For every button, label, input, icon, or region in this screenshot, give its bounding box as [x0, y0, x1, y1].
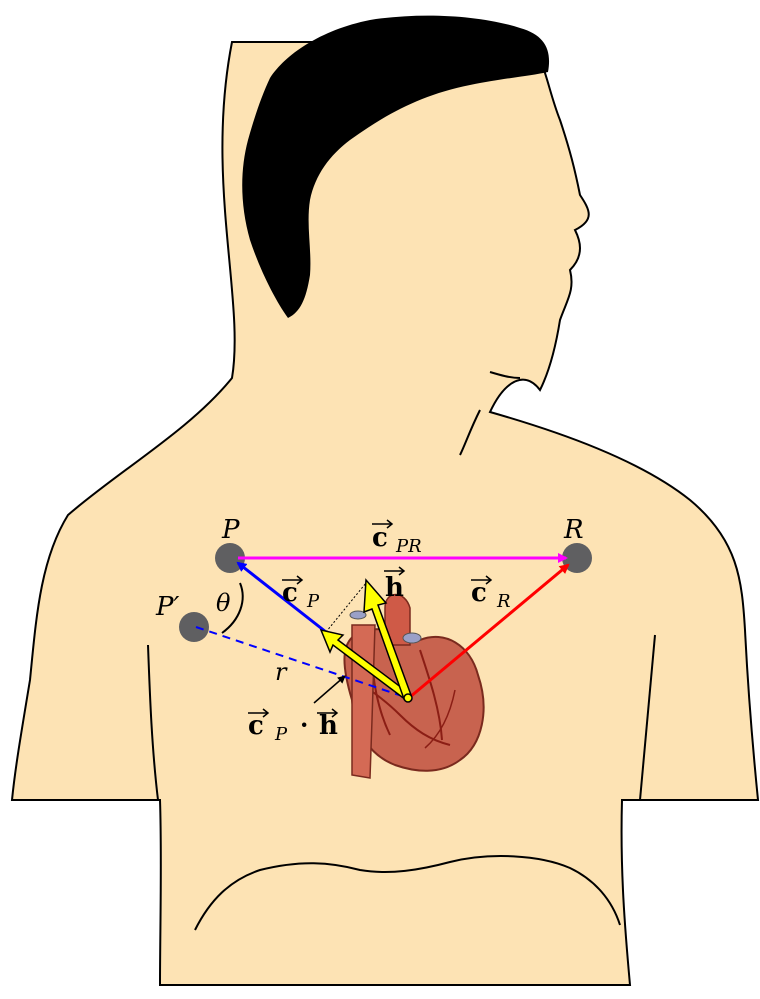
svg-text:c: c: [282, 578, 298, 608]
svg-text:P: P: [274, 724, 288, 745]
svg-text:h: h: [319, 711, 338, 741]
svg-text:·: ·: [300, 710, 308, 739]
label-h: h: [384, 567, 404, 603]
svg-text:c: c: [372, 523, 388, 553]
svg-text:R: R: [496, 591, 511, 612]
electrode-P-prime: [179, 612, 209, 642]
svg-text:c: c: [471, 578, 487, 608]
svg-text:c: c: [248, 711, 264, 741]
label-P: P: [221, 515, 240, 545]
electrode-R: [562, 543, 592, 573]
svg-text:h: h: [385, 573, 404, 603]
label-theta: θ: [216, 589, 231, 617]
label-R: R: [563, 515, 584, 545]
svg-text:PR: PR: [395, 536, 422, 557]
heart-center: [404, 694, 412, 702]
torso: [12, 42, 758, 985]
label-r: r: [275, 658, 288, 686]
svg-text:P: P: [306, 591, 320, 612]
label-P-prime: P′: [155, 592, 179, 622]
